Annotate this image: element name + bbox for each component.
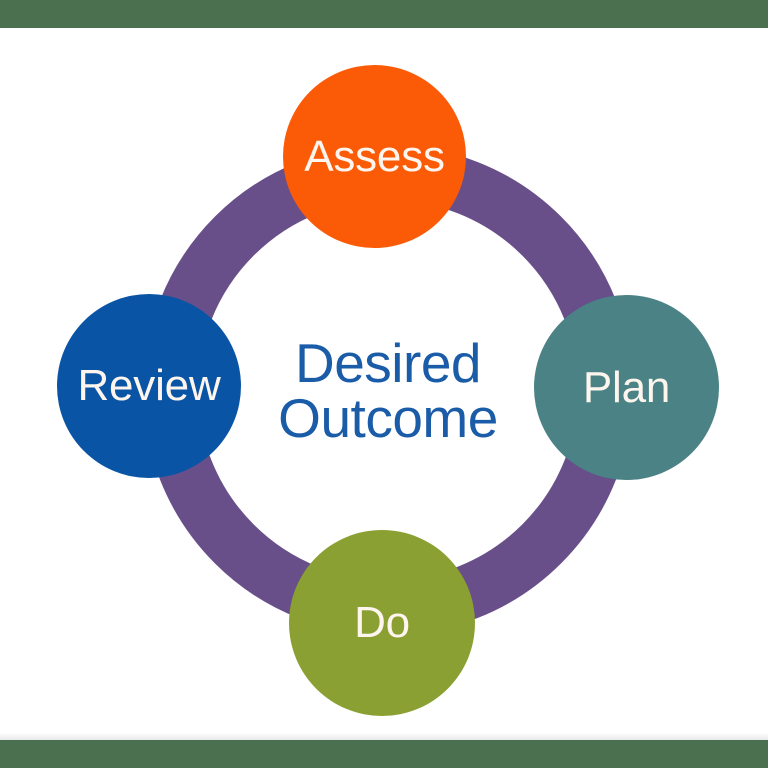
center-label-line1: Desired xyxy=(294,332,482,395)
node-review[interactable]: Review xyxy=(57,294,241,478)
center-label: Desired Outcome xyxy=(228,318,548,463)
node-assess-label: Assess xyxy=(304,131,445,181)
center-label-line2: Outcome xyxy=(278,386,498,449)
top-frame-band xyxy=(0,0,768,28)
bottom-hairline-divider xyxy=(0,733,768,740)
bottom-frame-band xyxy=(0,740,768,768)
node-review-label: Review xyxy=(77,361,221,410)
node-plan-label: Plan xyxy=(582,362,671,412)
cycle-diagram: Desired Outcome Assess Plan Do Review xyxy=(0,28,768,733)
node-do-label: Do xyxy=(354,598,410,647)
node-plan[interactable]: Plan xyxy=(534,295,719,480)
node-assess[interactable]: Assess xyxy=(283,65,466,248)
node-do[interactable]: Do xyxy=(289,530,475,716)
